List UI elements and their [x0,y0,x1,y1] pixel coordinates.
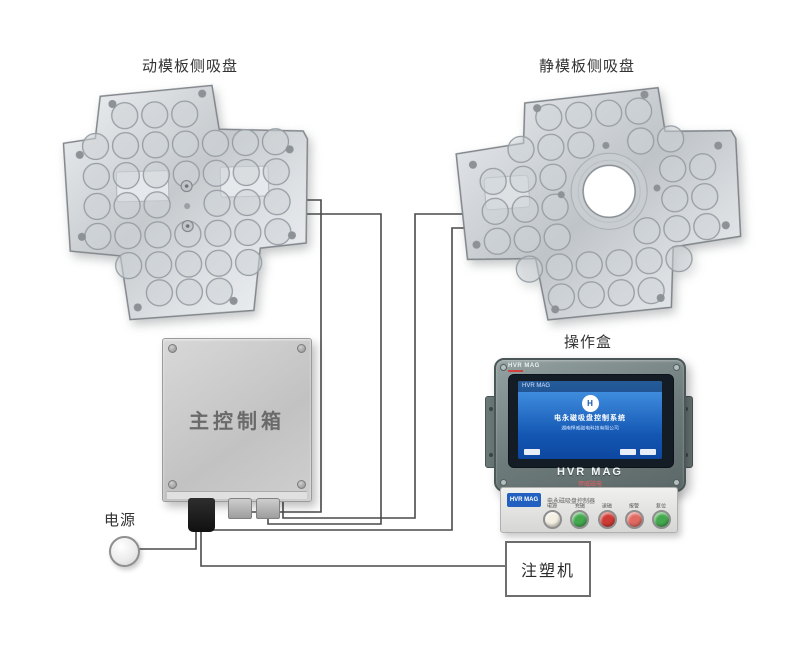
injection-machine-label: 注塑机 [520,563,575,580]
left-chuck-center-features [180,180,194,233]
right-chuck-center-hole [570,152,648,230]
screw-icon [168,480,177,489]
button-dot [570,510,590,529]
label-left-chuck: 动模板侧吸盘 [142,58,239,75]
screw-icon [489,407,493,411]
brand-logo-sub: 悍威磁电 [577,482,602,488]
panel-button-power: 电源 [543,501,562,529]
screen-titlebar: HVR MAG [518,381,662,392]
main-control-box: 主控制箱 [162,338,312,502]
screw-icon [297,480,306,489]
button-dot [597,510,617,529]
panel-button-mag: 充磁 [570,501,590,529]
label-operation-box: 操作盒 [563,334,612,351]
label-power: 电源 [104,512,137,529]
wire-left-chuck-2 [267,213,382,525]
right-chuck-plate [455,86,742,321]
panel-button-reset: 复位 [652,501,671,529]
screw-icon [500,364,507,371]
screen-bezel: HVR MAG H 电永磁吸盘控制系统 湖南悍威磁电科技有限公司 [508,374,674,468]
label-right-chuck: 静模板侧吸盘 [539,58,636,75]
right-chuck-bolt-holes [468,90,730,314]
panel-button-alarm: 报警 [624,501,644,529]
left-chuck-magnet-poles [81,100,292,307]
panel-label: 电永磁吸盘控制器 [547,499,596,505]
hmi-screen: HVR MAG H 电永磁吸盘控制系统 湖南悍威磁电科技有限公司 [518,381,662,459]
screw-icon [500,479,507,486]
screw-icon [297,344,306,353]
left-chuck-bolt-holes [75,89,296,312]
button-dot [543,510,562,529]
screw-icon [673,364,680,371]
screw-icon [684,453,688,457]
brand-logo-small: HVR MAG [508,363,540,372]
left-chuck-plate [62,84,309,321]
operation-panel: HVR MAG 电永磁吸盘控制器 电源 充磁 退磁 报警 复位 [500,487,678,533]
screw-icon [673,479,680,486]
wire-injection-machine [200,530,506,567]
screen-button [524,449,540,455]
button-dot [652,510,671,529]
panel-buttons: 电源 充磁 退磁 报警 复位 [543,501,671,529]
operation-box: HVR MAG HVR MAG H 电永磁吸盘控制系统 湖南悍威磁电科技有限公司… [494,358,686,492]
cable-connector-2 [256,498,280,519]
brand-red-bar [508,370,523,372]
power-source [109,536,140,567]
wire-right-chuck-1 [282,213,468,519]
cable-connector-1 [228,498,252,519]
screen-button [640,449,656,455]
hvr-logo-icon: H [581,395,599,412]
cable-gland-black [188,498,215,532]
wire-right-chuck-2 [213,227,468,531]
screw-icon [168,344,177,353]
control-box-bottom-strip [167,491,307,499]
brand-logo: HVR MAG [557,466,623,478]
control-box-label: 主控制箱 [189,411,285,433]
screen-heading: 电永磁吸盘控制系统 [554,415,626,422]
screw-icon [489,453,493,457]
wire-power [136,530,197,550]
screen-subheading: 湖南悍威磁电科技有限公司 [561,426,619,432]
panel-sticker: HVR MAG [507,493,541,507]
screen-button [620,449,636,455]
injection-machine-box: 注塑机 [505,541,591,597]
button-dot [624,510,644,529]
right-chuck-magnet-poles [479,97,721,311]
screw-icon [684,407,688,411]
panel-button-demag: 退磁 [597,501,617,529]
